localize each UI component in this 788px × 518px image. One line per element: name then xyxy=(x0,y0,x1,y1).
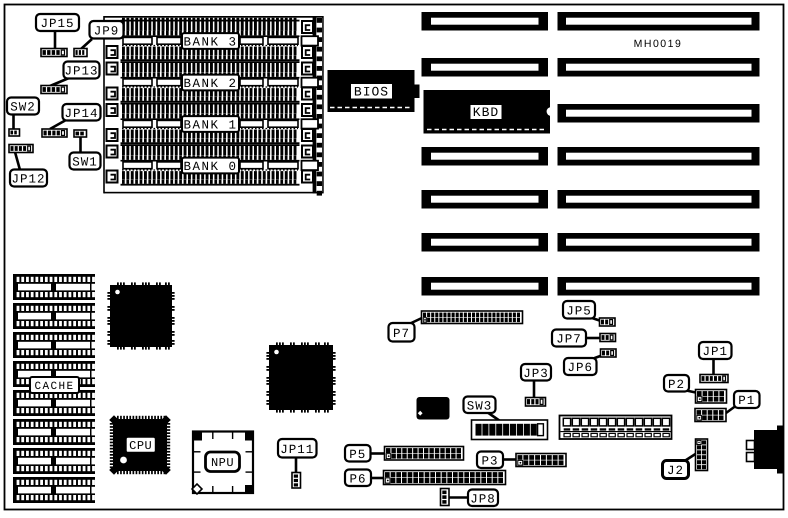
svg-text:JP1: JP1 xyxy=(702,345,728,359)
svg-text:SW2: SW2 xyxy=(10,101,36,115)
svg-text:P6: P6 xyxy=(349,472,366,486)
svg-text:JP11: JP11 xyxy=(280,443,314,457)
svg-text:CACHE: CACHE xyxy=(34,381,74,393)
svg-text:BANK 3: BANK 3 xyxy=(183,36,237,50)
svg-text:P2: P2 xyxy=(668,378,685,392)
svg-text:JP6: JP6 xyxy=(567,361,593,375)
svg-text:BIOS: BIOS xyxy=(354,85,389,100)
svg-text:P5: P5 xyxy=(349,448,366,462)
svg-text:JP13: JP13 xyxy=(64,65,98,79)
svg-text:JP8: JP8 xyxy=(470,492,496,506)
svg-text:JP5: JP5 xyxy=(566,304,592,318)
svg-text:SW3: SW3 xyxy=(467,399,493,413)
svg-text:SW1: SW1 xyxy=(72,156,98,170)
svg-text:P1: P1 xyxy=(738,394,755,408)
svg-text:CPU: CPU xyxy=(129,439,152,453)
svg-text:JP15: JP15 xyxy=(40,17,74,31)
svg-text:P7: P7 xyxy=(393,327,410,341)
svg-text:JP9: JP9 xyxy=(94,24,120,38)
svg-text:BANK 1: BANK 1 xyxy=(183,119,237,133)
svg-text:J2: J2 xyxy=(667,464,684,478)
svg-text:BANK 0: BANK 0 xyxy=(183,160,237,174)
svg-text:P3: P3 xyxy=(481,454,498,468)
svg-text:BANK 2: BANK 2 xyxy=(183,77,237,91)
svg-text:KBD: KBD xyxy=(473,105,499,120)
svg-text:MH0019: MH0019 xyxy=(634,38,683,50)
svg-text:JP3: JP3 xyxy=(523,367,549,381)
svg-text:JP7: JP7 xyxy=(556,333,582,347)
svg-text:JP14: JP14 xyxy=(64,107,98,121)
svg-text:JP12: JP12 xyxy=(11,173,45,187)
svg-text:NPU: NPU xyxy=(211,456,234,470)
